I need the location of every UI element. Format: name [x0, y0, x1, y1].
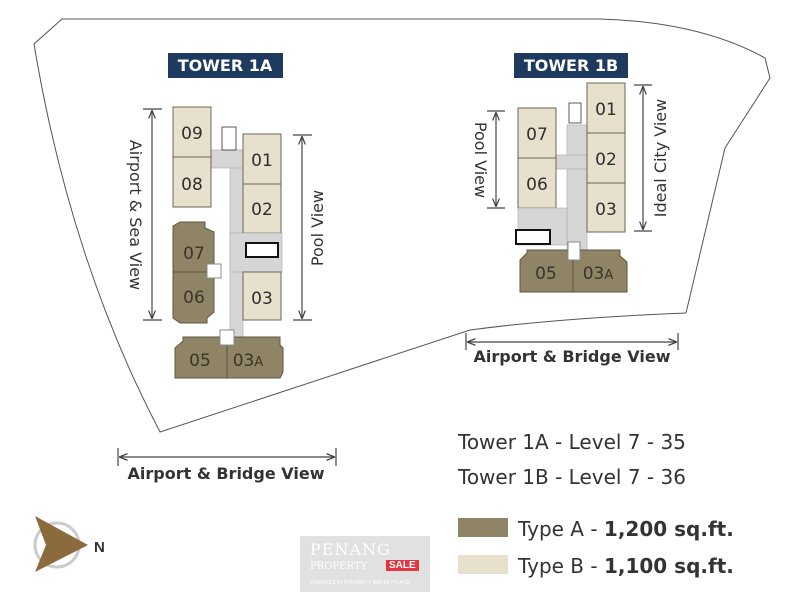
legend-swatch-type-b: [458, 555, 508, 574]
unit-number: 05: [189, 351, 211, 371]
tower-1b: TOWER 1B 07 06 01 02 03 05 03A Pool View…: [465, 53, 679, 366]
unit-number: 03: [251, 289, 273, 309]
legend-swatch-type-a: [458, 518, 508, 537]
unit-number: 05: [535, 264, 557, 284]
watermark-badge: SALE: [386, 560, 419, 571]
view-label: Airport & Bridge View: [128, 464, 325, 483]
site-boundary: [33, 18, 771, 433]
unit-number: 08: [181, 175, 203, 195]
tower-1b-badge: [514, 53, 628, 78]
legend-type-a: Type A - 1,200 sq.ft.: [517, 517, 734, 541]
unit-1a-08[interactable]: [172, 156, 212, 208]
unit-1b-02[interactable]: [586, 132, 626, 184]
watermark-line1: PENANG: [310, 540, 391, 559]
unit-number: 02: [251, 200, 273, 220]
unit-number: 07: [183, 244, 205, 264]
view-label: Pool View: [471, 122, 490, 198]
stair-icon: [221, 126, 237, 151]
unit-number: 03A: [233, 351, 264, 371]
stair-icon: [568, 102, 582, 124]
unit-number: 09: [181, 124, 203, 144]
tower-1a-label: TOWER 1A: [178, 56, 273, 75]
north-arrow-icon: [33, 516, 88, 572]
unit-1b-03[interactable]: [586, 182, 626, 233]
lift-icon: [245, 242, 279, 258]
tower-1a-badge: [168, 53, 283, 78]
legend: Type A - 1,200 sq.ft. Type B - 1,100 sq.…: [458, 517, 734, 578]
watermark-line2: PROPERTY: [310, 561, 368, 572]
view-label: Airport & Bridge View: [474, 347, 671, 366]
unit-1a-06[interactable]: [172, 271, 215, 324]
view-label: Pool View: [308, 190, 327, 266]
level-info-1b: Tower 1B - Level 7 - 36: [457, 465, 686, 489]
unit-number: 03: [595, 200, 617, 220]
legend-type-b: Type B - 1,100 sq.ft.: [517, 554, 734, 578]
unit-number: 07: [526, 125, 548, 145]
compass-label: N: [94, 539, 105, 556]
unit-number: 06: [526, 175, 548, 195]
watermark-tagline: PENANG'S #1 PROPERTY MARKETPLACE: [310, 580, 410, 586]
unit-1a-03[interactable]: [242, 271, 282, 321]
unit-number: 03A: [583, 264, 614, 284]
view-label: Ideal City View: [651, 99, 670, 217]
unit-1b-06[interactable]: [517, 157, 557, 209]
unit-number: 01: [595, 100, 617, 120]
unit-number: 06: [183, 288, 205, 308]
watermark-logo: PENANG PROPERTY SALE PENANG'S #1 PROPERT…: [300, 536, 430, 592]
view-label: Airport & Sea View: [126, 140, 145, 290]
lift-icon: [515, 229, 551, 245]
tower-1a: TOWER 1A 09 08 07 06 01 02 03 05 03A Air…: [117, 53, 337, 483]
unit-1b-07[interactable]: [517, 107, 557, 159]
level-info-1a: Tower 1A - Level 7 - 35: [457, 430, 686, 454]
unit-number: 02: [595, 150, 617, 170]
unit-1a-02[interactable]: [242, 183, 282, 234]
tower-1b-label: TOWER 1B: [524, 56, 618, 75]
unit-1b-01[interactable]: [586, 82, 626, 134]
unit-number: 01: [251, 151, 273, 171]
